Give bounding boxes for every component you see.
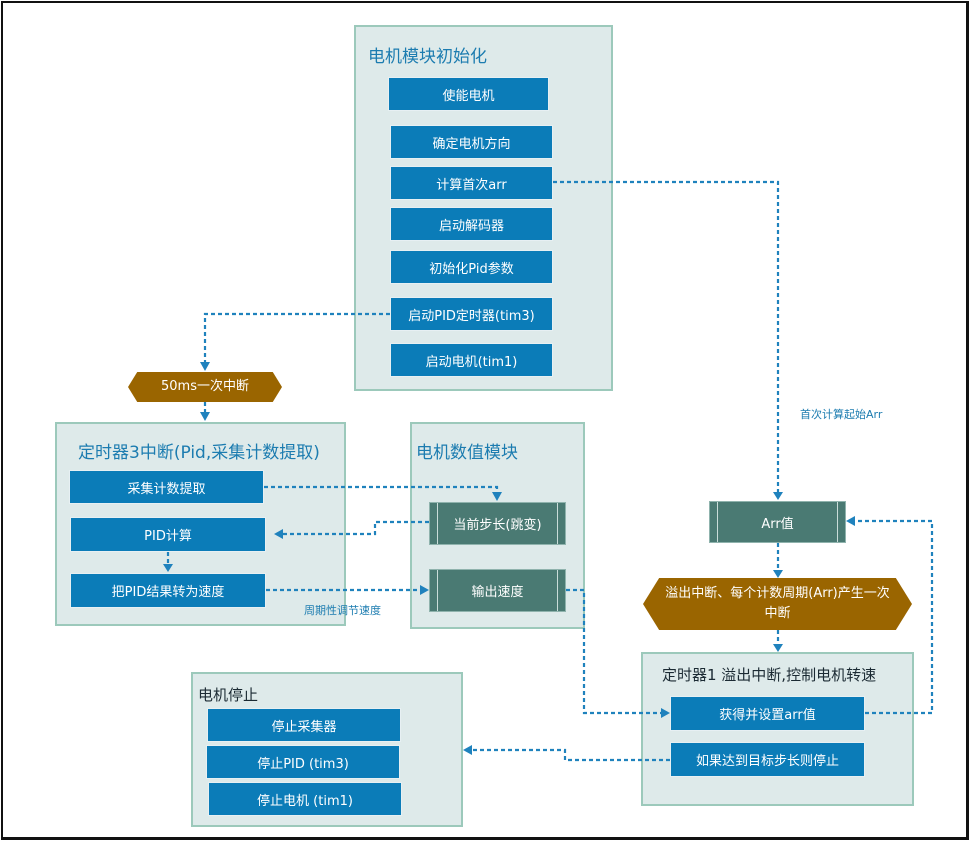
- init-step-start-motor: 启动电机(tim1): [390, 343, 553, 377]
- timer3-module-title: 定时器3中断(Pid,采集计数提取): [78, 443, 320, 463]
- timer1-module-title: 定时器1 溢出中断,控制电机转速: [662, 666, 877, 684]
- init-step-calc-arr: 计算首次arr: [390, 166, 553, 200]
- init-step-start-decoder: 启动解码器: [390, 207, 553, 241]
- periodic-adjust-note: 周期性调节速度: [304, 604, 381, 617]
- init-step-init-pid: 初始化Pid参数: [390, 250, 553, 284]
- init-step-enable-motor: 使能电机: [388, 77, 549, 111]
- stop-step-motor: 停止电机 (tim1): [208, 782, 402, 816]
- init-module-title: 电机模块初始化: [368, 47, 487, 67]
- value-module-title: 电机数值模块: [416, 443, 518, 463]
- init-step-direction: 确定电机方向: [390, 125, 553, 159]
- timer3-step-pid-to-speed: 把PID结果转为速度: [70, 573, 266, 608]
- timer3-step-pid-calc: PID计算: [70, 517, 266, 552]
- interrupt-50ms-hexagon: 50ms一次中断: [128, 372, 282, 402]
- timer3-step-collect-count: 采集计数提取: [69, 470, 264, 504]
- value-current-step: 当前步长(跳变): [429, 502, 566, 545]
- arr-value-box: Arr值: [709, 501, 846, 543]
- first-arr-note: 首次计算起始Arr: [800, 408, 883, 421]
- timer1-step-stop-on-target: 如果达到目标步长则停止: [670, 742, 865, 777]
- stop-module-title: 电机停止: [198, 686, 259, 704]
- stop-step-pid: 停止PID (tim3): [206, 745, 400, 779]
- init-step-start-pid-timer: 启动PID定时器(tim3): [390, 297, 553, 331]
- overflow-interrupt-hexagon: 溢出中断、每个计数周期(Arr)产生一次中断: [643, 578, 912, 630]
- timer1-step-set-arr: 获得并设置arr值: [670, 696, 865, 731]
- value-output-speed: 输出速度: [429, 569, 566, 612]
- stop-step-collector: 停止采集器: [207, 708, 401, 742]
